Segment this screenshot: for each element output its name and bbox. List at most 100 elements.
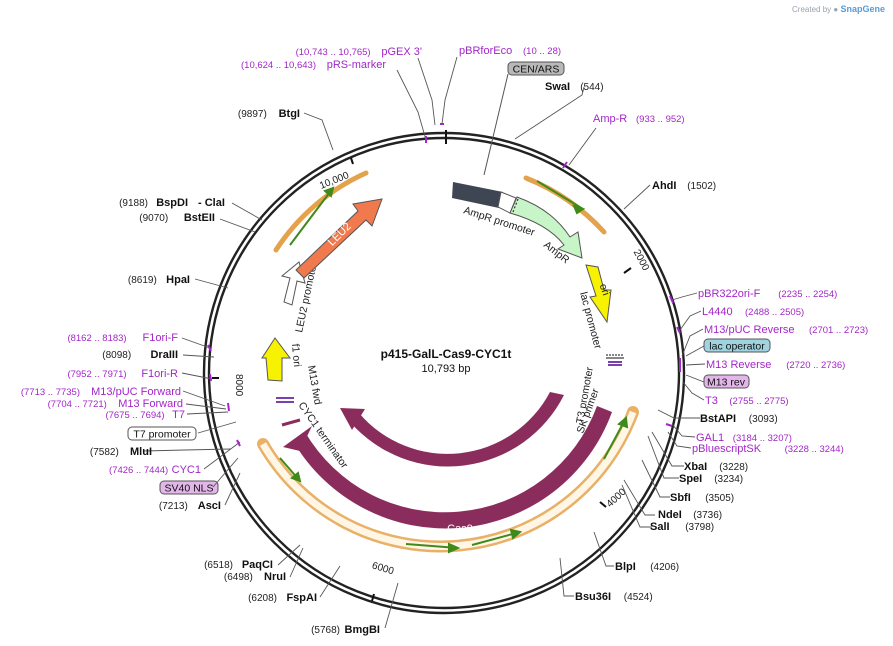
site-draiii-label: DraIII (150, 349, 178, 361)
primer-t3-position: (2755 .. 2775) (729, 396, 788, 407)
leu2-arrow (295, 198, 383, 279)
site-btgi-label: BtgI (279, 108, 300, 120)
plasmid-name: p415-GalL-Cas9-CYC1t (381, 347, 512, 361)
site-bspdi-extra: - ClaI (198, 197, 225, 209)
primer-m13-reverse-position: (2720 .. 2736) (786, 360, 845, 371)
primer-m13-puc-reverse-label: M13/pUC Reverse (704, 324, 794, 336)
cas9-outer-label: Cas9 (447, 523, 473, 535)
tick-6000: 6000 (371, 560, 395, 602)
site-ahdi-position: (1502) (687, 181, 716, 192)
site-fspai-label: FspAI (286, 592, 317, 604)
leader-lines (143, 56, 706, 629)
site-btgi-position: (9897) (238, 109, 267, 120)
site-spei-label: SpeI (679, 473, 702, 485)
backbone-inner (207, 136, 681, 610)
credit-brand: SnapGene (840, 4, 885, 14)
tick-8000: 8000 (212, 374, 244, 397)
site-ndei-label: NdeI (658, 509, 682, 521)
primer-l4440-position: (2488 .. 2505) (745, 307, 804, 318)
orf-arrows (279, 180, 629, 554)
site-nrui-label: NruI (264, 571, 286, 583)
cen-ars-box: CEN/ARS (507, 61, 565, 76)
backbone-outer (202, 131, 686, 615)
site-spei-position: (3234) (714, 474, 743, 485)
site-paqci-label: PaqCI (242, 559, 273, 571)
primer-m13-forward-position: (7704 .. 7721) (48, 399, 107, 410)
site-mlui-position: (7582) (90, 447, 119, 458)
primer-gal1-label: GAL1 (696, 432, 724, 444)
primer-pbrforeco-position: (10 .. 28) (523, 46, 561, 57)
primer-f1ori-r-position: (7952 .. 7971) (67, 369, 126, 380)
lac-operator-box: lac operator (703, 338, 771, 353)
tick-label-4000: 4000 (605, 486, 629, 510)
snapgene-credit: Created by ● SnapGene (792, 4, 885, 14)
primer-pbrforeco-label: pBRforEco (459, 45, 512, 57)
cas9-inner-label: Cas9 (445, 469, 471, 481)
site-blpi-label: BlpI (615, 561, 636, 573)
plasmid-length: 10,793 bp (422, 363, 471, 375)
cas9-inner-arrowhead (340, 408, 365, 430)
site-draiii-position: (8098) (102, 350, 131, 361)
site-bstapi-position: (3093) (749, 414, 778, 425)
m13-rev-text: M13 rev (707, 377, 746, 389)
ampr-arrow (509, 196, 583, 259)
m13-fwd-label: M13 fwd (305, 364, 324, 405)
site-asci-label: AscI (198, 500, 221, 512)
credit-prefix: Created by (792, 5, 832, 14)
orf-band-leu2 (273, 170, 369, 253)
site-asci-position: (7213) (159, 501, 188, 512)
site-bsteii-position: (9070) (139, 213, 168, 224)
tick-label-2000: 2000 (631, 248, 651, 273)
ori-label: ori (597, 282, 612, 297)
cen-ars-leader (483, 73, 509, 176)
primer-gal1-position: (3184 .. 3207) (733, 433, 792, 444)
primer-marks (207, 123, 681, 447)
cas9-outer-arc (293, 406, 612, 529)
site-bsu36i-label: Bsu36I (575, 591, 611, 603)
site-bsteii-label: BstEII (184, 212, 215, 224)
site-bsu36i-position: (4524) (624, 592, 653, 603)
primer-m13-forward-label: M13 Forward (118, 398, 183, 410)
primer-pgex-3-position: (10,743 .. 10,765) (296, 47, 371, 58)
site-fspai-position: (6208) (248, 593, 277, 604)
site-ndei-position: (3736) (693, 510, 722, 521)
primer-amp-r-position: (933 .. 952) (636, 114, 685, 125)
f1-ori-label: f1 ori (289, 343, 303, 367)
primer-prs-marker-position: (10,624 .. 10,643) (241, 60, 316, 71)
tick-2000: 2000 (623, 248, 651, 274)
right-marks (606, 354, 624, 366)
primer-cyc1-position: (7426 .. 7444) (109, 465, 168, 476)
site-sali-position: (3798) (685, 522, 714, 533)
primer-m13-puc-forward-position: (7713 .. 7735) (21, 387, 80, 398)
ori-arrow (585, 264, 612, 324)
primer-f1ori-f-label: F1ori-F (143, 332, 179, 344)
site-bmgbi-label: BmgBI (345, 624, 380, 636)
ampr-promoter-block (452, 182, 503, 208)
primer-pbluescriptsk-position: (3228 .. 3244) (785, 444, 844, 455)
sv40-nls-box: SV40 NLS (159, 480, 219, 495)
primer-t7-position: (7675 .. 7694) (105, 410, 164, 421)
site-swai-position: (544) (580, 82, 603, 93)
t7-promoter-box: T7 promoter (127, 426, 197, 441)
tick-label-8000: 8000 (233, 374, 244, 397)
t7-promoter-text: T7 promoter (133, 429, 191, 441)
sv40-nls-text: SV40 NLS (164, 483, 213, 495)
site-sali-label: SalI (650, 521, 670, 533)
site-nrui-position: (6498) (224, 572, 253, 583)
f1-ori-arrow (261, 337, 291, 382)
site-bspdi-position: (9188) (119, 198, 148, 209)
site-mlui-label: MluI (130, 446, 152, 458)
site-xbai-label: XbaI (684, 461, 707, 473)
primer-m13-reverse-label: M13 Reverse (706, 359, 771, 371)
site-sbfi-label: SbfI (670, 492, 691, 504)
site-ahdi-label: AhdI (652, 180, 676, 192)
snapgene-logo-icon: ● (833, 5, 839, 14)
primer-m13-puc-forward-label: M13/pUC Forward (91, 386, 181, 398)
site-hpai-position: (8619) (128, 275, 157, 286)
m13-rev-box: M13 rev (703, 374, 750, 389)
site-bstapi-label: BstAPI (700, 413, 736, 425)
primer-pbr322ori-f-position: (2235 .. 2254) (778, 289, 837, 300)
primer-cyc1-label: CYC1 (172, 464, 201, 476)
primer-pbluescriptsk-label: pBluescriptSK (692, 443, 762, 455)
